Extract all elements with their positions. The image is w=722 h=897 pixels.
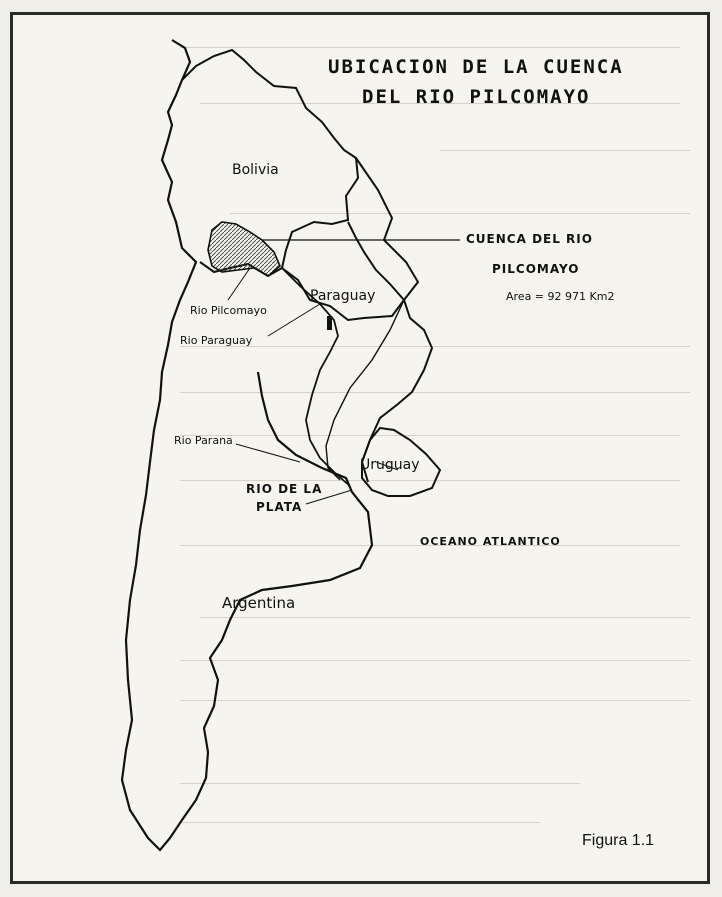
bleed-through-line — [180, 783, 580, 784]
label-cuenca-line2: PILCOMAYO — [492, 262, 580, 276]
label-rio-parana: Rio Parana — [174, 434, 233, 447]
argentina-outline — [120, 39, 374, 852]
label-cuenca-line1: CUENCA DEL RIO — [466, 232, 593, 246]
bleed-through-line — [180, 545, 680, 546]
label-rio-pilcomayo: Rio Pilcomayo — [190, 304, 267, 317]
bleed-through-line — [200, 103, 680, 104]
label-rio-de-la: RIO DE LA — [246, 482, 323, 496]
label-rio-paraguay: Rio Paraguay — [180, 334, 253, 347]
bleed-through-line — [440, 150, 690, 151]
bleed-through-line — [180, 435, 680, 436]
bleed-through-line — [180, 700, 690, 701]
paraguay-outline — [281, 221, 406, 322]
label-paraguay: Paraguay — [310, 288, 376, 304]
label-plata: PLATA — [256, 500, 303, 514]
bleed-through-line — [180, 346, 690, 347]
label-uruguay: Uruguay — [360, 457, 420, 473]
label-oceano: OCEANO ATLANTICO — [420, 535, 561, 548]
figure-frame — [10, 12, 710, 884]
leader-uruguay — [375, 461, 399, 471]
brazil-border — [355, 157, 434, 483]
bleed-through-line — [180, 392, 690, 393]
bleed-through-line — [180, 660, 690, 661]
label-bolivia: Bolivia — [232, 162, 279, 178]
bleed-through-line — [180, 480, 680, 481]
leader-rio-paraguay — [267, 303, 321, 337]
rio-parana-river — [325, 299, 405, 481]
bleed-through-line — [200, 617, 690, 618]
uruguay-outline — [361, 426, 442, 497]
map-title-line1: UBICACION DE LA CUENCA — [328, 56, 624, 78]
label-argentina: Argentina — [222, 594, 296, 612]
bleed-through-line — [180, 822, 540, 823]
label-area: Area = 92 971 Km2 — [506, 290, 615, 303]
bleed-through-line — [230, 213, 690, 214]
leader-rio-parana — [235, 443, 301, 463]
asuncion-marker — [327, 316, 332, 330]
figure-caption: Figura 1.1 — [582, 832, 655, 849]
map-title-line2: DEL RIO PILCOMAYO — [362, 86, 591, 108]
pilcomayo-basin — [207, 221, 281, 277]
bleed-through-line — [180, 47, 680, 48]
leader-rio-pilcomayo — [227, 267, 251, 301]
leader-rio-plata — [305, 489, 353, 505]
